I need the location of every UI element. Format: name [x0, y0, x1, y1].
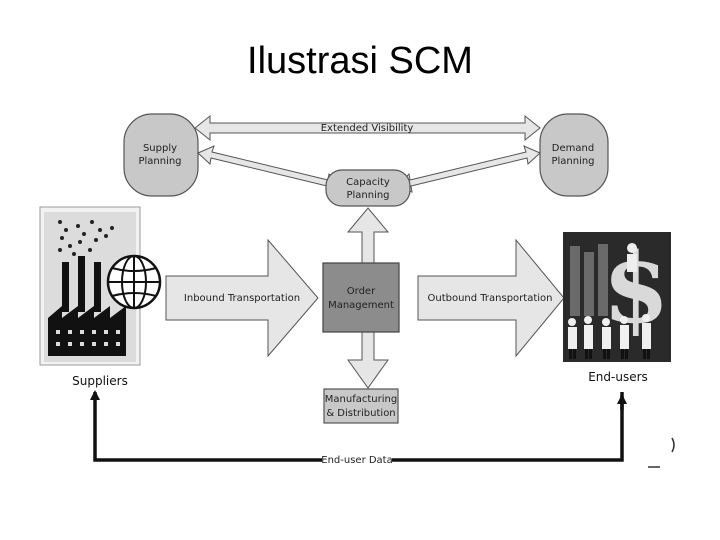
- svg-text:Planning: Planning: [138, 156, 181, 167]
- people-dollar-icon: $: [563, 232, 671, 362]
- extended-visibility-label: Extended Visibility: [321, 123, 414, 134]
- manufacturing-distribution-node: Manufacturing & Distribution: [323, 388, 399, 424]
- end-user-data-loop: End-user Data: [90, 390, 627, 466]
- demand-capacity-arrow: [395, 145, 541, 193]
- svg-text:& Distribution: & Distribution: [326, 408, 395, 419]
- supply-planning-node: Supply Planning: [123, 113, 199, 197]
- svg-text:Management: Management: [328, 300, 394, 311]
- edge-marks: [648, 437, 675, 468]
- extended-visibility-arrow: Extended Visibility: [194, 114, 541, 142]
- svg-text:Order: Order: [347, 286, 376, 297]
- svg-text:Planning: Planning: [551, 156, 594, 167]
- inbound-transportation-arrow: Inbound Transportation: [165, 238, 319, 358]
- capacity-planning-node: Capacity Planning: [325, 169, 411, 207]
- globe-icon: [106, 254, 162, 310]
- order-capacity-arrow: [346, 207, 390, 264]
- svg-text:Manufacturing: Manufacturing: [325, 394, 397, 405]
- svg-text:Planning: Planning: [346, 190, 389, 201]
- svg-text:Capacity: Capacity: [346, 177, 390, 188]
- outbound-transportation-arrow: Outbound Transportation: [417, 238, 565, 358]
- order-management-node: Order Management: [322, 262, 400, 333]
- demand-planning-node: Demand Planning: [539, 113, 609, 197]
- end-users-label: End-users: [588, 370, 648, 384]
- svg-text:Outbound Transportation: Outbound Transportation: [427, 293, 552, 304]
- supply-capacity-arrow: [197, 145, 343, 193]
- order-manufacturing-arrow: [347, 331, 389, 389]
- page-title: Ilustrasi SCM: [247, 40, 473, 82]
- svg-text:Inbound Transportation: Inbound Transportation: [184, 293, 300, 304]
- end-user-data-label: End-user Data: [321, 455, 392, 466]
- svg-text:Demand: Demand: [552, 143, 594, 154]
- suppliers-label: Suppliers: [72, 374, 128, 388]
- svg-text:Supply: Supply: [143, 143, 177, 154]
